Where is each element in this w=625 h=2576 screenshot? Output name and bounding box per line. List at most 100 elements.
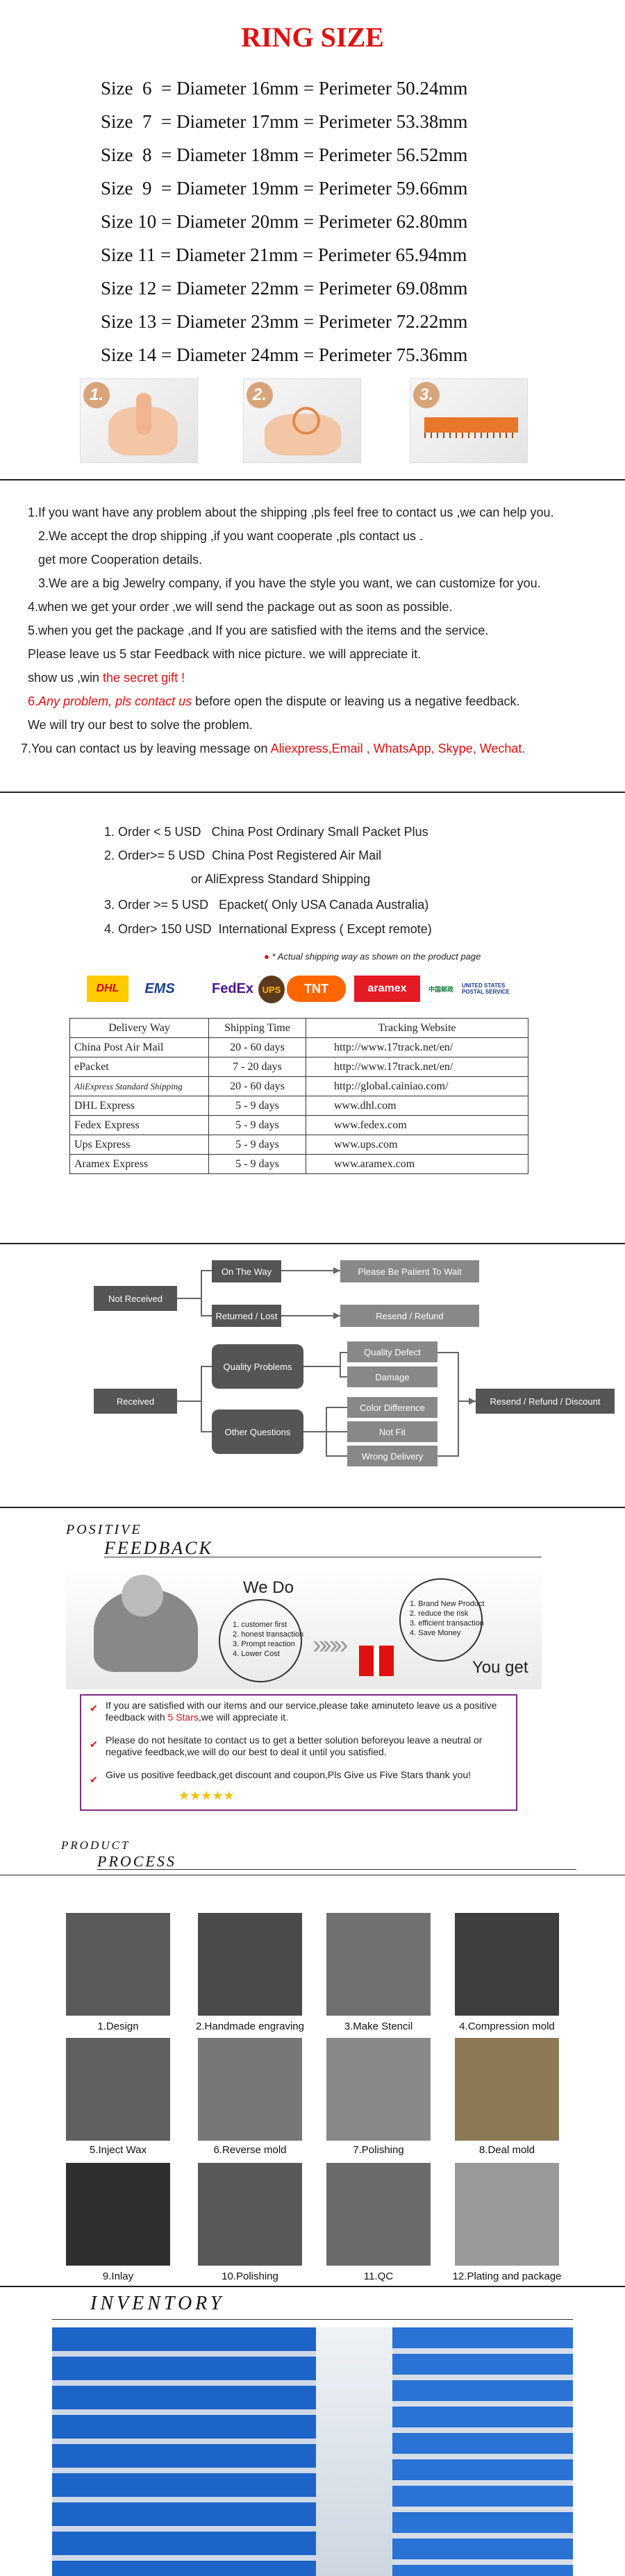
process-photo-inlay (66, 2163, 170, 2266)
table-cell: www.dhl.com (306, 1096, 528, 1116)
ruler-ticks (424, 433, 518, 438)
flow-on-the-way: On The Way (212, 1260, 281, 1282)
fedex-logo: FedEx (211, 980, 254, 996)
process-caption: 12.Plating and package (452, 2270, 562, 2282)
table-cell: DHL Express (69, 1096, 209, 1116)
heading-underline (97, 1869, 576, 1870)
table-cell: http://www.17track.net/en/ (306, 1037, 528, 1057)
shipping-table: Delivery Way Shipping Time Tracking Webs… (69, 1018, 528, 1174)
arrows-icon: »»» (312, 1630, 348, 1659)
dhl-logo: DHL (87, 976, 128, 1002)
process-caption: 10.Polishing (222, 2270, 278, 2282)
feedback-banner: We Do 1. customer first 2. honest transa… (66, 1568, 542, 1689)
secret-gift-text: the secret gift ! (103, 671, 185, 685)
process-caption: 9.Inlay (102, 2270, 134, 2282)
size-row: Size 9 = Diameter 19mm = Perimeter 59.66… (101, 178, 468, 199)
process-heading-1: PRODUCT (61, 1839, 131, 1852)
process-photo-polishing-2 (198, 2163, 302, 2266)
divider (0, 479, 625, 480)
step-number: 1. (83, 382, 110, 408)
shipping-rule: or AliExpress Standard Shipping (104, 872, 371, 886)
feedback-paragraph: Give us positive feedback,get discount a… (106, 1769, 472, 1780)
table-cell: 7 - 20 days (208, 1057, 306, 1077)
column-header: Delivery Way (69, 1018, 209, 1038)
policy-line: Please leave us 5 star Feedback with nic… (28, 647, 422, 661)
process-caption: 11.QC (363, 2270, 394, 2282)
table-cell: 20 - 60 days (208, 1037, 306, 1057)
policy-line: 4.when we get your order ,we will send t… (28, 600, 453, 614)
flow-damage: Damage (347, 1366, 438, 1387)
process-caption: 6.Reverse mold (213, 2144, 287, 2156)
policy-number: 6. (28, 694, 39, 708)
shipping-rule: 2. Order>= 5 USD China Post Registered A… (104, 848, 382, 862)
step-image-1: 1. (80, 378, 198, 463)
policy-line: 6.Any problem, pls contact us before ope… (28, 694, 625, 709)
table-cell: AliExpress Standard Shipping (69, 1076, 209, 1096)
process-caption: 1.Design (97, 2021, 139, 2032)
policy-text: show us ,win (28, 671, 103, 685)
check-icon: ✔ (90, 1703, 98, 1714)
table-cell: Aramex Express (69, 1154, 209, 1174)
table-header-row: Delivery Way Shipping Time Tracking Webs… (69, 1018, 528, 1038)
process-photo-wax (66, 2038, 170, 2141)
process-photo-design (66, 1913, 170, 2016)
shipping-note: ● * Actual shipping way as shown on the … (264, 951, 481, 962)
table-cell: 5 - 9 days (208, 1154, 306, 1174)
shipping-rule: 1. Order < 5 USD China Post Ordinary Sma… (104, 825, 428, 839)
process-photo-reverse (198, 2038, 302, 2141)
process-caption: 8.Deal mold (478, 2144, 535, 2156)
policy-line: 3.We are a big Jewelry company, if you h… (38, 576, 541, 590)
policy-line: 7.You can contact us by leaving message … (21, 742, 618, 756)
size-row: Size 11 = Diameter 21mm = Perimeter 65.9… (101, 244, 467, 265)
heading-underline (52, 2319, 573, 2320)
check-icon: ✔ (90, 1774, 98, 1785)
we-do-list: 1. customer first 2. honest transaction … (233, 1621, 304, 1658)
table-cell: http://global.cainiao.com/ (306, 1076, 528, 1096)
table-cell: Fedex Express (69, 1115, 209, 1135)
flow-quality-defect: Quality Defect (347, 1341, 438, 1362)
policy-line: 5.when you get the package ,and If you a… (28, 624, 489, 637)
policy-text: before open the dispute or leaving us a … (192, 694, 520, 708)
finger-shape (136, 393, 151, 435)
table-cell: www.fedex.com (306, 1115, 528, 1135)
policy-line: show us ,win the secret gift ! (28, 671, 625, 685)
flow-patient: Please Be Patient To Wait (340, 1260, 479, 1282)
policy-line: get more Cooperation details. (38, 553, 203, 567)
flow-returned-lost: Returned / Lost (212, 1305, 281, 1327)
flow-wrong-delivery: Wrong Delivery (347, 1446, 438, 1466)
contact-channels: Aliexpress,Email , WhatsApp, Skype, Wech… (270, 742, 526, 755)
inventory-title: INVENTORY (90, 2293, 225, 2314)
check-icon: ✔ (90, 1739, 98, 1750)
flow-color-difference: Color Difference (347, 1397, 438, 1418)
flow-received: Received (94, 1389, 177, 1414)
table-cell: 5 - 9 days (208, 1135, 306, 1155)
feedback-message-box: ✔ If you are satisfied with our items an… (80, 1694, 517, 1811)
size-row: Size 10 = Diameter 20mm = Perimeter 62.8… (101, 211, 468, 232)
size-row: Size 12 = Diameter 22mm = Perimeter 69.0… (101, 278, 468, 299)
feedback-text: If you are satisfied with our items and … (106, 1700, 497, 1723)
you-get-title: You get (472, 1658, 528, 1677)
process-caption: 3.Make Stencil (344, 2021, 413, 2032)
staff-head (122, 1575, 163, 1616)
feedback-paragraph: If you are satisfied with our items and … (106, 1700, 509, 1723)
paper-strip-shape (292, 407, 320, 435)
column-header: Shipping Time (208, 1018, 306, 1038)
size-row: Size 8 = Diameter 18mm = Perimeter 56.52… (101, 144, 468, 165)
process-caption: 7.Polishing (353, 2144, 404, 2156)
flow-quality-problems: Quality Problems (212, 1344, 303, 1389)
process-caption: 2.Handmade engraving (196, 2021, 304, 2032)
size-row: Size 7 = Diameter 17mm = Perimeter 53.38… (101, 111, 468, 132)
divider (0, 792, 625, 793)
process-photo-deal-mold (455, 2038, 559, 2141)
inventory-photo-right (392, 2327, 573, 2576)
table-cell: www.aramex.com (306, 1154, 528, 1174)
flow-not-received: Not Received (94, 1286, 177, 1311)
flow-resend-refund: Resend / Refund (340, 1305, 479, 1327)
size-row: Size 6 = Diameter 16mm = Perimeter 50.24… (101, 78, 468, 99)
process-photo-compression (455, 1913, 559, 2016)
step-number: 3. (413, 382, 440, 408)
